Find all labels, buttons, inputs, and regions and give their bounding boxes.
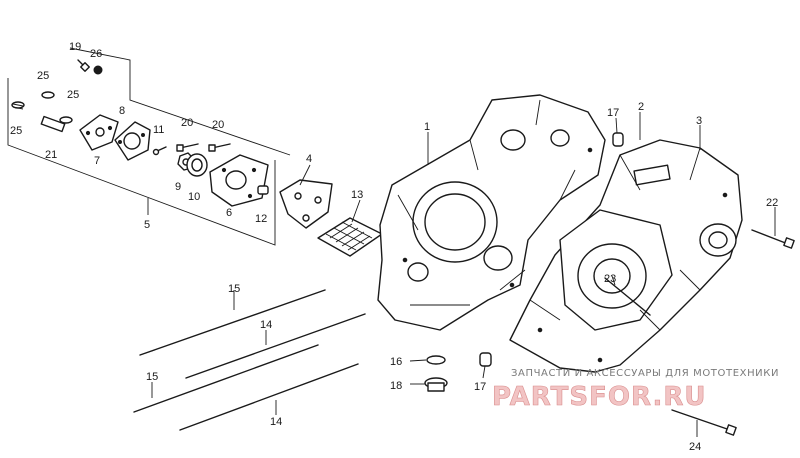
callout-4: 4: [306, 153, 312, 165]
part-22-bolt: [751, 229, 795, 249]
callout-22: 22: [766, 197, 778, 209]
callout-20a: 20: [181, 117, 193, 129]
callout-2: 2: [638, 101, 644, 113]
callout-9: 9: [175, 181, 181, 193]
callout-6: 6: [226, 207, 232, 219]
oil-pump-group-bracket: [7, 47, 291, 246]
callout-18: 18: [390, 380, 402, 392]
part-25-dowel-a: [41, 91, 55, 99]
callout-8: 8: [119, 105, 125, 117]
callout-23: 23: [604, 273, 616, 285]
callout-7: 7: [94, 155, 100, 167]
part-11-pin: [152, 146, 167, 156]
part-25-dowel-b: [59, 116, 73, 124]
part-25-dowel-c: [11, 101, 25, 110]
callout-15a: 15: [228, 283, 240, 295]
part-17-dowel-upper: [612, 132, 624, 147]
part-19-bolt: [77, 59, 90, 72]
part-20-bolt-a: [176, 143, 199, 152]
part-21-pipe: [40, 115, 66, 133]
callout-16: 16: [390, 356, 402, 368]
callout-14b: 14: [270, 416, 282, 428]
callout-labels: 1 2 3 4 5 6 7 8 9 10 11 12 13 14 14 15 1…: [10, 41, 778, 453]
part-6-pump-body: [209, 154, 269, 207]
callout-25c: 25: [10, 125, 22, 137]
callout-17b: 17: [474, 381, 486, 393]
callout-20b: 20: [212, 119, 224, 131]
part-10-outer-rotor: [186, 153, 208, 177]
callout-19: 19: [69, 41, 81, 53]
callout-15b: 15: [146, 371, 158, 383]
part-18-drain-bolt: [424, 377, 448, 392]
part-13-strainer-screen: [317, 217, 383, 257]
part-20-bolt-b: [208, 143, 231, 152]
part-7-pump-cover: [79, 114, 119, 151]
part-17-dowel-lower: [479, 352, 492, 367]
part-15-stud-lower: [133, 344, 319, 413]
part-14-stud-lower: [179, 363, 359, 431]
callout-5: 5: [144, 219, 150, 231]
part-8-gasket: [114, 121, 151, 161]
callout-11: 11: [153, 124, 164, 136]
callout-1: 1: [424, 121, 430, 133]
callout-25a: 25: [37, 70, 49, 82]
callout-13: 13: [351, 189, 363, 201]
part-14-stud-upper: [185, 313, 366, 379]
callout-24: 24: [689, 441, 701, 453]
part-26-nut: [93, 65, 103, 75]
callout-21: 21: [45, 149, 57, 161]
watermark-brand: PARTSFOR.RU: [492, 382, 706, 412]
callout-17a: 17: [607, 107, 619, 119]
part-4-strainer-plate: [279, 179, 333, 229]
callout-10: 10: [188, 191, 200, 203]
callout-14a: 14: [260, 319, 272, 331]
part-24-bolt: [671, 409, 737, 436]
leader-lines: [151, 112, 776, 437]
part-16-o-ring: [426, 355, 446, 365]
callout-26: 26: [90, 48, 102, 60]
callout-25b: 25: [67, 89, 79, 101]
part-15-stud-upper: [139, 289, 326, 356]
part-12-collar: [257, 185, 269, 195]
callout-3: 3: [696, 115, 702, 127]
watermark: ЗАПЧАСТИ И АКСЕССУАРЫ ДЛЯ МОТОТЕХНИКИ PA…: [492, 368, 779, 412]
part-1-left-crankcase: [377, 94, 606, 331]
callout-12: 12: [255, 213, 267, 225]
watermark-tagline: ЗАПЧАСТИ И АКСЕССУАРЫ ДЛЯ МОТОТЕХНИКИ: [511, 368, 779, 379]
